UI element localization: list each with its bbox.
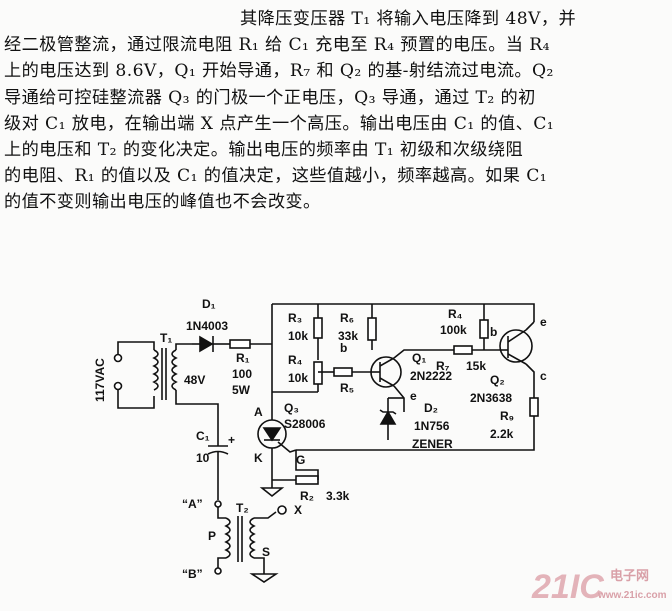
- q3-part-label: S28006: [284, 417, 326, 431]
- para-line-4: 导通给可控硅整流器 Q₃ 的门极一个正电压，Q₃ 导通，通过 T₂ 的初: [4, 87, 536, 108]
- t2-label: T₂: [236, 501, 249, 515]
- transistor-q1: [370, 349, 454, 412]
- resistor-r5: [333, 367, 370, 377]
- terminal-b-label: “B”: [182, 567, 203, 581]
- r2-value-label: 3.3k: [326, 489, 350, 503]
- e1-label: e: [410, 389, 417, 403]
- scr-q3: [257, 419, 297, 480]
- q3-label: Q₃: [284, 401, 299, 415]
- para-line-8: 的值不变则输出电压的峰值也不会改变。: [4, 192, 321, 213]
- r5-label: R₅: [340, 381, 354, 395]
- resistor-r2: [259, 450, 319, 498]
- d1-part-label: 1N4003: [186, 319, 228, 333]
- resistor-r6: [367, 304, 377, 350]
- c2-label: c: [540, 369, 547, 383]
- d1-label: D₁: [202, 297, 216, 311]
- watermark-cn: 电子网: [610, 568, 649, 583]
- r9-value-label: 2.2k: [490, 427, 514, 441]
- c1-plus-label: +: [228, 433, 235, 447]
- transformer-t2: [214, 500, 279, 583]
- t1-label: T₁: [160, 331, 172, 345]
- b1-label: b: [340, 341, 347, 355]
- c1-value-label: 10: [196, 451, 210, 465]
- watermark-url: www.21ic.com: [597, 590, 667, 601]
- output-x-label: X: [294, 503, 302, 517]
- description-paragraph: 其降压变压器 T₁ 将输入电压降到 48V，并 经二极管整流，通过限流电阻 R₁…: [4, 6, 666, 216]
- r7-label: R₇: [436, 359, 450, 373]
- terminal-a-label: “A”: [182, 497, 203, 511]
- r7-value-label: 15k: [466, 359, 486, 373]
- resistor-r7: [453, 345, 500, 355]
- r1-power-label: 5W: [232, 383, 251, 397]
- resistor-r9: [296, 397, 539, 451]
- input-voltage-label: 117VAC: [93, 358, 107, 402]
- q1-label: Q₁: [412, 351, 426, 365]
- r4-left-value-label: 10k: [288, 371, 308, 385]
- transistor-q2: [499, 321, 535, 398]
- resistor-r1: [226, 339, 272, 349]
- potentiometer-r4: [313, 361, 334, 392]
- anode-label: A: [254, 405, 263, 419]
- para-line-2: 经二极管整流，通过限流电阻 R₁ 给 C₁ 充电至 R₄ 预置的电压。当 R₄: [4, 35, 550, 56]
- t1-secondary-label: 48V: [184, 373, 205, 387]
- r6-label: R₆: [340, 311, 354, 325]
- ac-input-terminals: [113, 341, 155, 409]
- r4-top-value-label: 100k: [440, 323, 467, 337]
- r4-left-label: R₄: [288, 353, 303, 367]
- zener-d2: [379, 397, 404, 440]
- primary-label: P: [208, 529, 216, 543]
- para-line-1: 其降压变压器 T₁ 将输入电压降到 48V，并: [240, 9, 577, 29]
- gate-label: G: [296, 453, 305, 467]
- r1-value-label: 100: [232, 367, 252, 381]
- watermark-logo: 21IC 电子网 www.21ic.com: [531, 568, 667, 606]
- watermark-brand: 21IC: [531, 568, 604, 606]
- r6-value-label: 33k: [338, 329, 358, 343]
- para-line-3: 上的电压达到 8.6V，Q₁ 开始导通，R₇ 和 Q₂ 的基-射结流过电流。Q₂: [4, 61, 554, 82]
- output-terminal-x: [277, 505, 287, 515]
- q1-part-label: 2N2222: [410, 369, 452, 383]
- q2-label: Q₂: [490, 373, 505, 387]
- para-line-6: 上的电压和 T₂ 的变化决定。输出电压的频率由 T₁ 初级和次级绕阻: [4, 140, 524, 161]
- para-line-7: 的电阻、R₁ 的值以及 C₁ 的值决定，这些值越小，频率越高。如果 C₁: [4, 166, 548, 187]
- q2-part-label: 2N3638: [470, 391, 512, 405]
- r4-top-label: R₄: [448, 307, 463, 321]
- capacitor-c1: [207, 430, 229, 500]
- cathode-label: K: [254, 451, 263, 465]
- resistor-r3: [313, 304, 323, 360]
- diode-d1: [192, 335, 226, 353]
- para-line-5: 级对 C₁ 放电，在输出端 X 点产生一个高压。输出电压由 C₁ 的值、C₁: [4, 113, 555, 134]
- r2-label: R₂: [300, 489, 314, 503]
- r1-label: R₁: [236, 351, 250, 365]
- resistor-r4-top: [479, 304, 489, 350]
- r9-label: R₉: [500, 409, 514, 423]
- d2-part-label: 1N756: [414, 419, 450, 433]
- c1-label: C₁: [196, 429, 210, 443]
- e2-label: e: [540, 315, 547, 329]
- transformer-t1: [152, 343, 219, 430]
- r3-value-label: 10k: [288, 329, 308, 343]
- r3-label: R₃: [288, 311, 302, 325]
- b2-label: b: [490, 325, 497, 339]
- d2-label: D₂: [424, 401, 438, 415]
- secondary-label: S: [262, 545, 270, 559]
- top-rail: [272, 303, 535, 322]
- d2-type-label: ZENER: [412, 437, 453, 451]
